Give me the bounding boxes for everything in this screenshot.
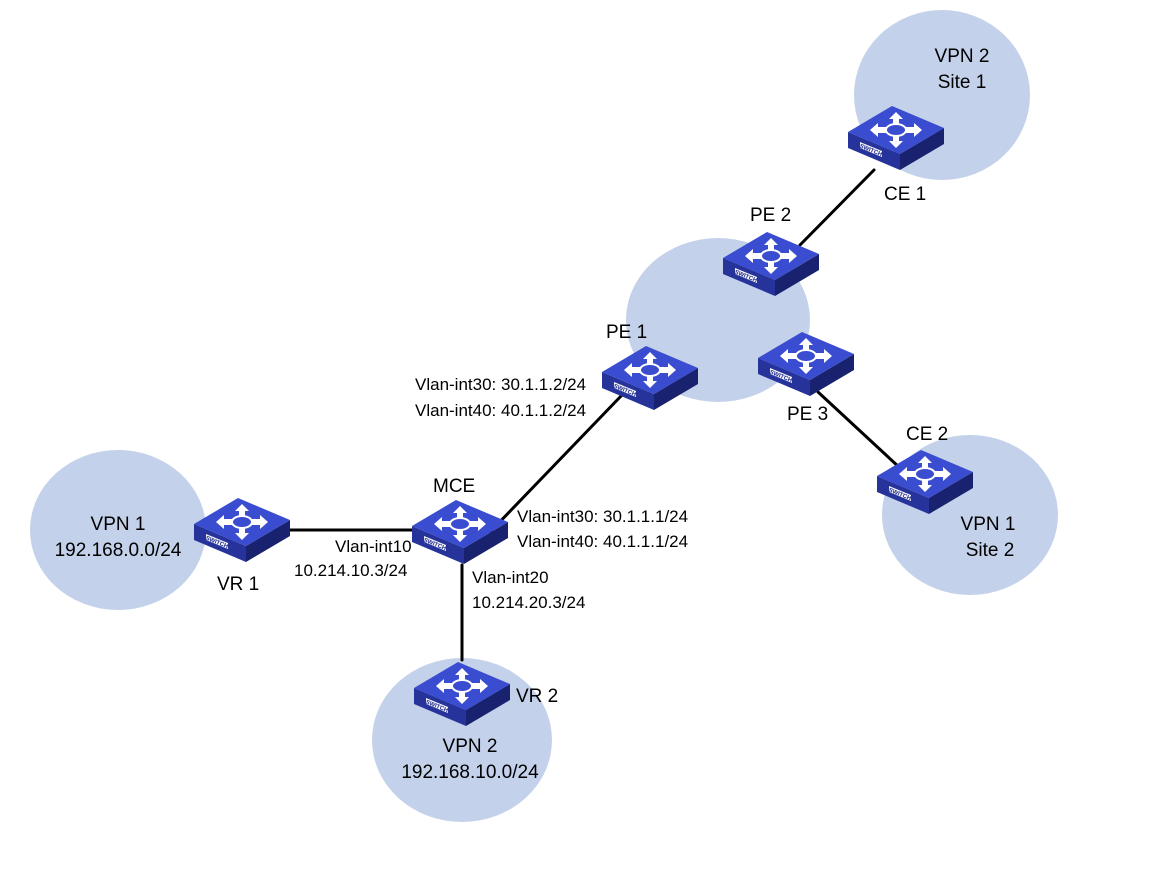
link-pe2-ce1 (798, 168, 876, 247)
site-vpn1-site2-line1: VPN 1 (961, 514, 1016, 535)
if-mce-vlan30: Vlan-int30: 30.1.1.1/24 (517, 507, 688, 526)
if-pe1-vlan40: Vlan-int40: 40.1.1.2/24 (415, 401, 586, 420)
site-vpn2-site1-line1: VPN 2 (935, 46, 990, 67)
site-vpn1-site2-line2: Site 2 (966, 540, 1015, 561)
site-vpn2-local-line2: 192.168.10.0/24 (401, 762, 539, 783)
if-mce-vlan20-ip: 10.214.20.3/24 (472, 593, 585, 612)
if-mce-vlan10-ip: 10.214.10.3/24 (294, 561, 407, 580)
device-label-pe1: PE 1 (606, 322, 647, 343)
if-mce-vlan20-name: Vlan-int20 (472, 568, 549, 587)
site-vpn1-local-line1: VPN 1 (91, 514, 146, 535)
device-label-vr1: VR 1 (217, 574, 259, 595)
site-vpn2-local-line1: VPN 2 (443, 736, 498, 757)
cloud-vpn1-local (30, 450, 206, 610)
if-mce-vlan10-name: Vlan-int10 (335, 537, 412, 556)
switch-mce-icon[interactable] (411, 499, 509, 565)
link-mce-pe1 (488, 393, 624, 534)
device-label-ce1: CE 1 (884, 184, 926, 205)
link-pe3-ce2 (816, 390, 902, 470)
device-label-ce2: CE 2 (906, 424, 948, 445)
if-mce-vlan40: Vlan-int40: 40.1.1.1/24 (517, 532, 688, 551)
if-pe1-vlan30: Vlan-int30: 30.1.1.2/24 (415, 375, 586, 394)
switch-vr1-icon[interactable] (193, 497, 291, 563)
site-vpn1-local-line2: 192.168.0.0/24 (55, 540, 182, 561)
device-label-pe2: PE 2 (750, 205, 791, 226)
device-label-mce: MCE (433, 476, 475, 497)
device-label-vr2: VR 2 (516, 686, 558, 707)
site-vpn2-site1-line2: Site 1 (938, 72, 987, 93)
device-label-pe3: PE 3 (787, 404, 828, 425)
